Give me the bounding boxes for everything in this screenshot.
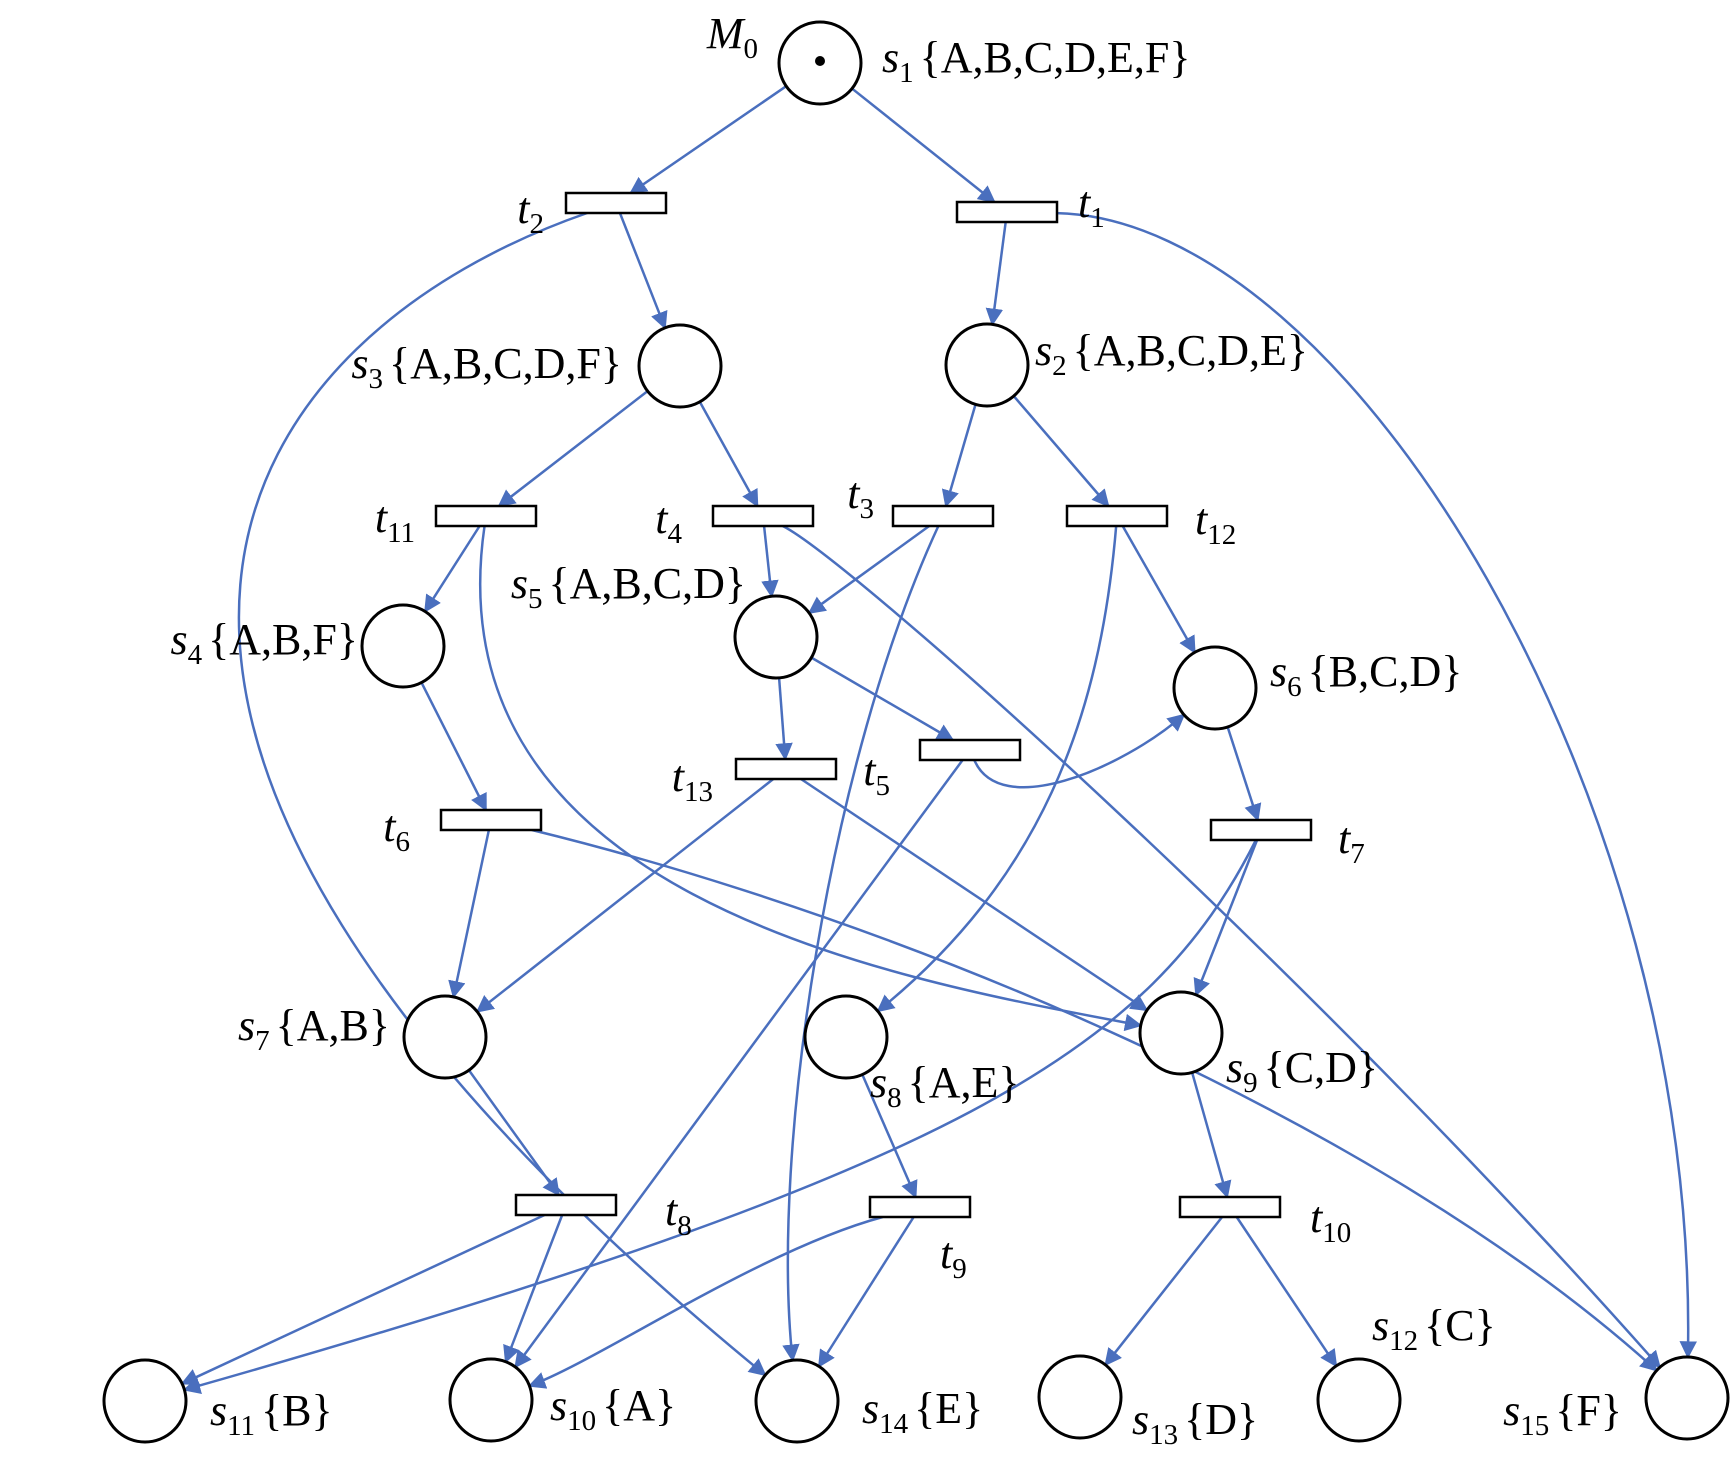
transition-t9 [868, 1195, 972, 1219]
transition-label-t12: t12 [1195, 495, 1236, 551]
place-s5 [733, 594, 819, 680]
arc-t10-to-s12 [1235, 1216, 1338, 1368]
arc-s8-to-t9 [861, 1074, 918, 1199]
place-s4 [360, 603, 446, 689]
place-label-s13: s13{D} [1132, 1395, 1258, 1451]
arc-s6-to-t7 [1226, 726, 1262, 822]
arc-s9-to-t10 [1190, 1072, 1232, 1199]
transition-label-t8: t8 [665, 1186, 692, 1242]
transition-label-t2: t2 [517, 184, 544, 240]
place-s9 [1138, 990, 1224, 1076]
nodes [102, 20, 1730, 1444]
token-dot [815, 56, 825, 66]
arc-t6-to-s15 [531, 828, 1658, 1372]
place-label-s6: s6{B,C,D} [1270, 647, 1462, 703]
place-label-s12: s12{C} [1372, 1301, 1496, 1357]
transition-label-t5: t5 [863, 746, 890, 802]
place-label-s3: s3{A,B,C,D,F} [351, 339, 622, 395]
place-s13 [1037, 1354, 1123, 1440]
arc-t2-to-s3 [618, 212, 668, 330]
arc-t12-to-s8 [876, 525, 1118, 1013]
arc-t12-to-s6 [1121, 525, 1196, 654]
arc-t3-to-s5 [807, 524, 930, 614]
place-s12 [1316, 1357, 1402, 1443]
transition-t6 [439, 808, 543, 832]
arc-t4-to-s15 [782, 524, 1662, 1369]
place-s15 [1644, 1355, 1730, 1441]
arc-s5-to-t13 [775, 677, 793, 761]
place-s2 [944, 322, 1030, 408]
arc-t11-to-s9 [478, 525, 1143, 1032]
place-s8 [803, 994, 889, 1080]
transition-label-t6: t6 [383, 802, 410, 858]
arc-t9-to-s14 [817, 1216, 915, 1368]
transition-t5 [918, 738, 1022, 762]
transition-t13 [734, 757, 838, 781]
place-label-s5: s5{A,B,C,D} [511, 559, 746, 615]
arc-t6-to-s7 [448, 829, 491, 999]
arc-t3-to-s14 [782, 525, 940, 1362]
arc-t13-to-s9 [800, 777, 1149, 1012]
arc-t5-to-s6 [973, 713, 1186, 789]
transition-t1 [955, 200, 1059, 224]
place-s7 [402, 994, 488, 1080]
initial-marking-label: M0 [706, 9, 758, 65]
place-s3 [637, 323, 723, 409]
place-label-s14: s14{E} [862, 1384, 983, 1440]
transition-t10 [1178, 1195, 1282, 1219]
place-label-s4: s4{A,B,F} [171, 615, 358, 671]
transition-label-t3: t3 [847, 469, 874, 525]
transition-t12 [1065, 504, 1169, 528]
arc-t8-to-s10 [503, 1214, 564, 1364]
arc-s2-to-t3 [941, 404, 977, 508]
arc-t7-to-s9 [1193, 839, 1259, 997]
place-label-s10: s10{A} [550, 1381, 676, 1437]
arc-s5-to-t5 [810, 656, 955, 742]
transition-label-t7: t7 [1338, 814, 1365, 870]
labels: s1{A,B,C,D,E,F} s2{A,B,C,D,E} s3{A,B,C,D,F… [171, 9, 1622, 1451]
place-label-s7: s7{A,B} [238, 1001, 390, 1057]
transition-label-t4: t4 [655, 494, 682, 550]
arc-t2-to-s14 [237, 211, 767, 1377]
arc-s1-to-t1 [851, 87, 996, 204]
arc-t4-to-s5 [761, 525, 779, 598]
transition-label-t9: t9 [940, 1229, 967, 1285]
arc-t13-to-s7 [475, 778, 775, 1013]
transition-t7 [1209, 818, 1313, 842]
arcs [180, 85, 1697, 1394]
place-label-s8: s8{A,E} [870, 1058, 1020, 1114]
arc-s3-to-t4 [698, 401, 759, 508]
arc-t8-to-s11 [180, 1213, 546, 1385]
place-label-s1: s1{A,B,C,D,E,F} [882, 33, 1190, 89]
arc-s1-to-t2 [629, 85, 787, 195]
transition-label-t13: t13 [672, 752, 713, 808]
place-label-s2: s2{A,B,C,D,E} [1035, 326, 1308, 382]
transition-t8 [514, 1193, 618, 1217]
place-label-s11: s11{B} [210, 1386, 333, 1442]
place-s11 [102, 1358, 188, 1444]
place-s6 [1172, 645, 1258, 731]
arc-t9-to-s10 [527, 1215, 884, 1389]
arc-t10-to-s13 [1104, 1216, 1224, 1367]
transition-label-t1: t1 [1078, 178, 1105, 234]
transition-t2 [564, 191, 668, 215]
arc-s4-to-t6 [420, 682, 488, 812]
transition-label-t11: t11 [375, 493, 415, 549]
arc-t11-to-s4 [424, 525, 481, 613]
transition-t4 [711, 504, 815, 528]
transition-t3 [891, 504, 995, 528]
arc-s7-to-t8 [467, 1069, 560, 1197]
place-s14 [754, 1358, 840, 1444]
arc-t7-to-s11 [182, 839, 1258, 1394]
arc-t1-to-s2 [985, 221, 1007, 327]
arc-t1-to-s15 [1056, 211, 1697, 1359]
transition-label-t10: t10 [1310, 1193, 1351, 1249]
place-s10 [448, 1357, 534, 1443]
arc-s2-to-t12 [1012, 395, 1110, 508]
arc-s3-to-t11 [497, 390, 649, 508]
place-label-s15: s15{F} [1503, 1386, 1622, 1442]
place-label-s9: s9{C,D} [1226, 1043, 1378, 1099]
transition-t11 [434, 504, 538, 528]
